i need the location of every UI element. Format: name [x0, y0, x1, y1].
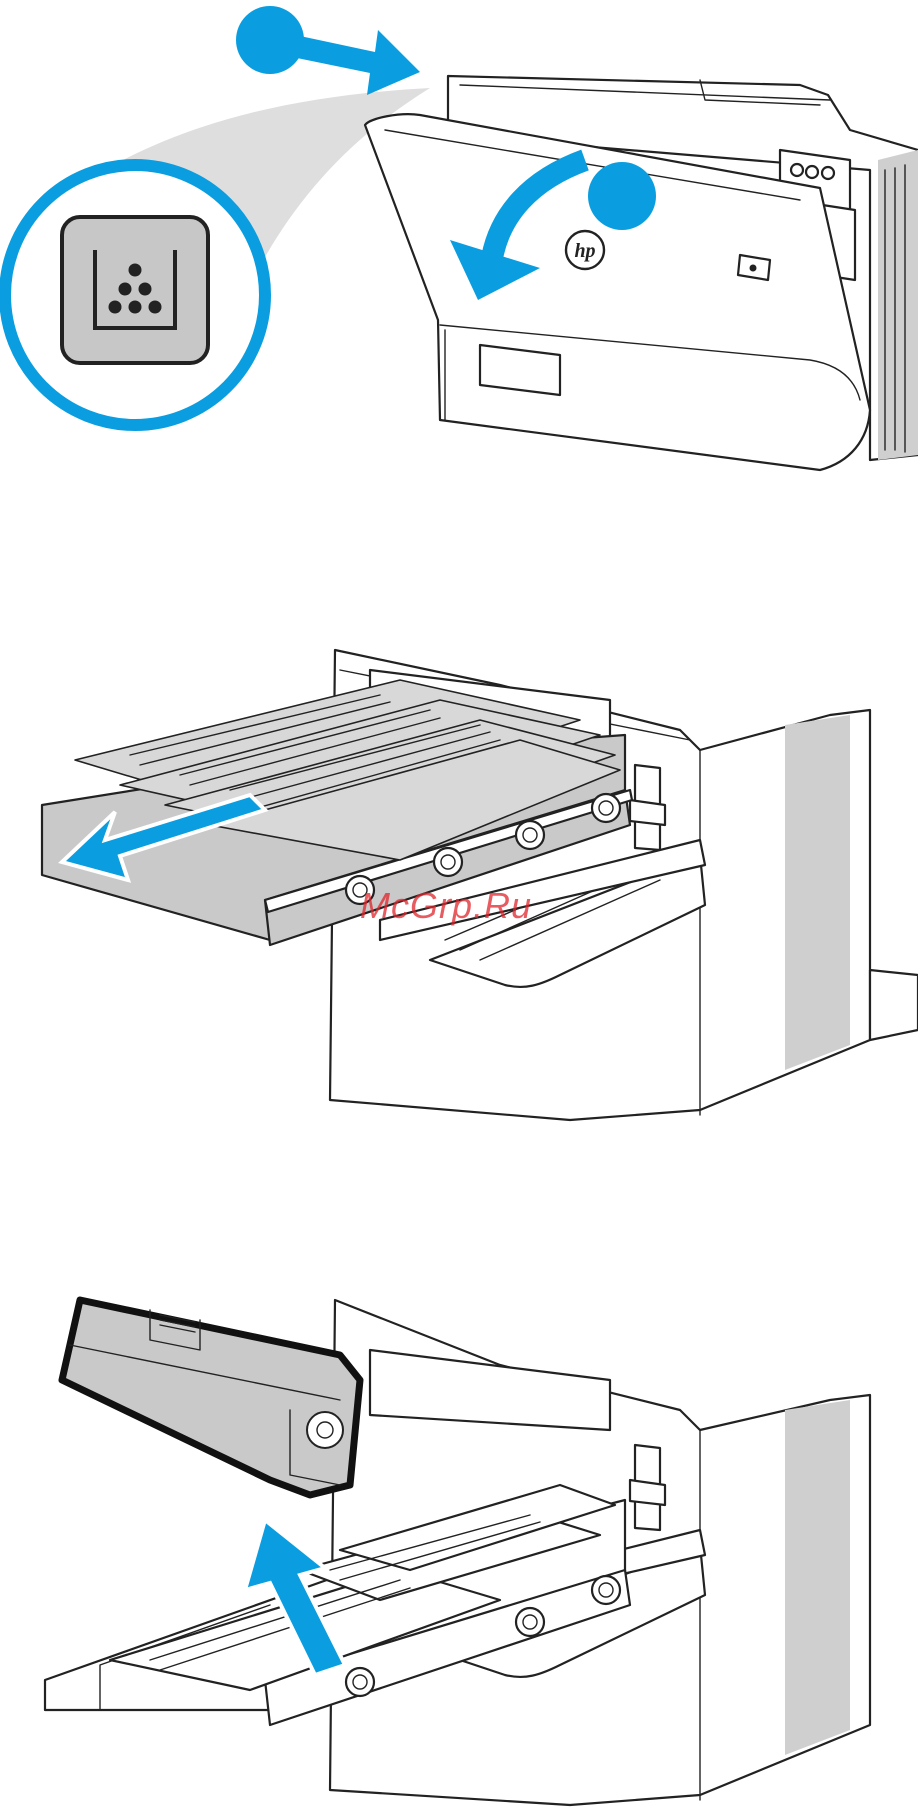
step-circle-icon	[588, 162, 656, 230]
toner-cartridge-remove-diagram	[0, 1270, 918, 1809]
hp-logo-text: hp	[574, 240, 595, 262]
lifted-toner-cartridge	[62, 1300, 360, 1495]
toner-door-icon	[62, 217, 208, 363]
front-door-open-diagram: hp	[0, 0, 918, 500]
hp-logo: hp	[566, 231, 604, 269]
arrow-right-icon	[297, 30, 420, 95]
step-circle-icon	[236, 6, 304, 74]
watermark: McGrp.Ru	[360, 885, 532, 927]
step-3-illustration	[0, 1270, 918, 1809]
step-1-illustration: hp	[0, 0, 918, 500]
